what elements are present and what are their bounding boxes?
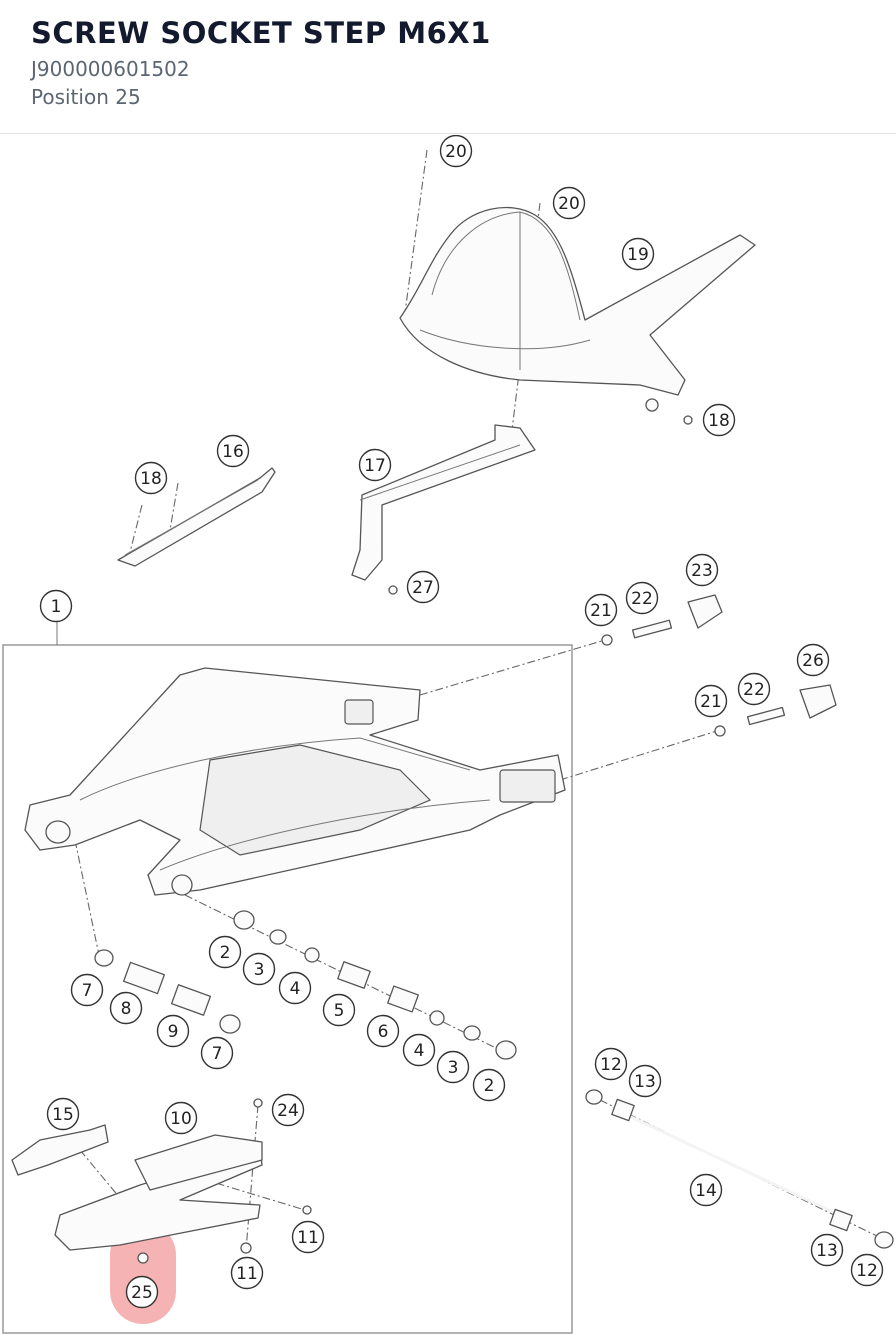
callout-1[interactable]: 1 (39, 589, 73, 623)
callout-8[interactable]: 8 (109, 991, 143, 1025)
callout-label: 20 (445, 142, 467, 162)
callout-label: 19 (627, 245, 649, 265)
callout-22[interactable]: 22 (625, 581, 659, 615)
callout-27[interactable]: 27 (406, 570, 440, 604)
callout-label: 5 (334, 1001, 345, 1021)
callout-20[interactable]: 20 (439, 135, 473, 168)
callout-25[interactable]: 25 (125, 1275, 159, 1309)
callout-label: 17 (364, 456, 386, 476)
selected-part-highlight (110, 1222, 176, 1324)
callout-label: 27 (412, 578, 434, 598)
callout-label: 2 (484, 1076, 495, 1096)
selected-screw-part (137, 1252, 149, 1264)
callout-18[interactable]: 18 (702, 403, 736, 437)
callout-18[interactable]: 18 (134, 461, 168, 495)
part-title: SCREW SOCKET STEP M6X1 (31, 16, 491, 50)
part-number: J900000601502 (31, 57, 190, 81)
callout-label: 11 (236, 1264, 258, 1284)
callout-26[interactable]: 26 (796, 643, 830, 677)
callout-label: 18 (708, 411, 730, 431)
callout-7[interactable]: 7 (200, 1036, 234, 1070)
chain-slider-top-part (134, 1134, 263, 1191)
callout-label: 9 (168, 1022, 179, 1042)
callout-label: 4 (414, 1041, 425, 1061)
callout-label: 13 (634, 1072, 656, 1092)
callout-label: 12 (600, 1055, 622, 1075)
callout-label: 21 (700, 692, 722, 712)
callout-label: 13 (816, 1241, 838, 1261)
callout-9[interactable]: 9 (156, 1014, 190, 1048)
callout-label: 1 (51, 597, 62, 617)
callout-24[interactable]: 24 (271, 1093, 305, 1127)
part-position: Position 25 (31, 85, 141, 109)
callout-12[interactable]: 12 (594, 1047, 628, 1081)
callout-4[interactable]: 4 (402, 1033, 436, 1067)
callout-13[interactable]: 13 (810, 1233, 844, 1267)
callout-label: 12 (856, 1261, 878, 1281)
assembly-frame (2, 644, 573, 1334)
callout-19[interactable]: 19 (621, 237, 655, 271)
callout-21[interactable]: 21 (584, 593, 618, 627)
hardware-parts (94, 398, 894, 1264)
lower-chain-guide-part (11, 1124, 109, 1176)
callout-5[interactable]: 5 (322, 993, 356, 1027)
callout-label: 6 (378, 1022, 389, 1042)
callout-label: 22 (631, 589, 653, 609)
callout-label: 7 (82, 981, 93, 1001)
callout-label: 22 (743, 680, 765, 700)
callout-22[interactable]: 22 (737, 672, 771, 706)
callout-label: 20 (558, 194, 580, 214)
callout-label: 15 (52, 1105, 74, 1125)
callout-4[interactable]: 4 (278, 971, 312, 1005)
callout-label: 7 (212, 1044, 223, 1064)
callout-2[interactable]: 2 (472, 1068, 506, 1102)
callout-label: 3 (254, 960, 265, 980)
callout-label: 10 (170, 1109, 192, 1129)
callout-7[interactable]: 7 (70, 973, 104, 1007)
chain-guard-bracket-part (351, 424, 536, 581)
callout-10[interactable]: 10 (164, 1101, 198, 1135)
callout-label: 11 (297, 1228, 319, 1248)
callout-12[interactable]: 12 (850, 1253, 884, 1287)
callout-21[interactable]: 21 (694, 684, 728, 718)
callout-17[interactable]: 17 (358, 448, 392, 482)
callout-label: 26 (802, 651, 824, 671)
callout-6[interactable]: 6 (366, 1014, 400, 1048)
callout-label: 8 (121, 999, 132, 1019)
callout-label: 2 (220, 943, 231, 963)
callout-11[interactable]: 11 (230, 1256, 264, 1290)
callout-label: 16 (222, 442, 244, 462)
callout-label: 23 (691, 561, 713, 581)
callout-16[interactable]: 16 (216, 434, 250, 468)
callout-2[interactable]: 2 (208, 935, 242, 969)
callout-11[interactable]: 11 (291, 1220, 325, 1254)
callout-15[interactable]: 15 (46, 1097, 80, 1131)
callout-label: 25 (131, 1283, 153, 1303)
callout-label: 18 (140, 469, 162, 489)
callout-label: 14 (695, 1181, 717, 1201)
swingarm-inner-part (199, 744, 432, 856)
callout-label: 4 (290, 979, 301, 999)
callout-14[interactable]: 14 (689, 1173, 723, 1207)
callout-3[interactable]: 3 (436, 1050, 470, 1084)
callout-3[interactable]: 3 (242, 952, 276, 986)
callout-20[interactable]: 20 (552, 186, 586, 220)
callout-label: 3 (448, 1058, 459, 1078)
callout-13[interactable]: 13 (628, 1064, 662, 1098)
callout-label: 24 (277, 1101, 299, 1121)
part-header: SCREW SOCKET STEP M6X1 J900000601502 Pos… (0, 0, 896, 134)
callout-label: 21 (590, 601, 612, 621)
callout-23[interactable]: 23 (685, 553, 719, 587)
rear-fender-part (399, 206, 756, 396)
